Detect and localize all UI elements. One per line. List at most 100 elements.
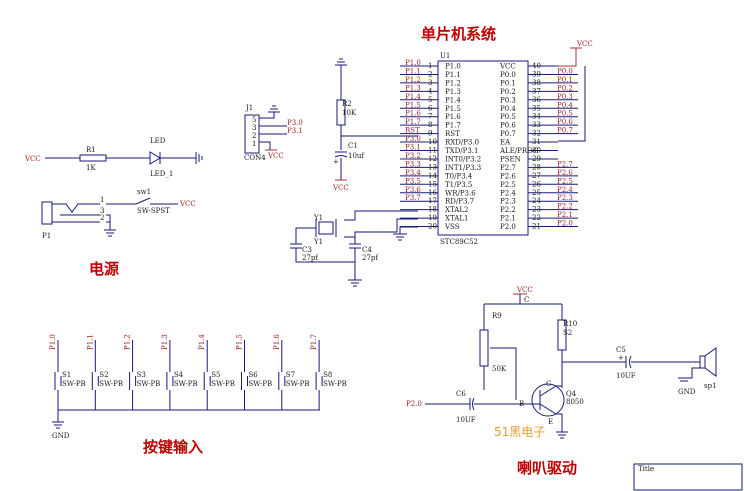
net-label: P0.3	[557, 93, 573, 101]
pin-number: 38	[532, 79, 541, 87]
pin-number: 4	[428, 87, 433, 95]
svg-text:+: +	[333, 158, 339, 166]
led	[149, 151, 161, 165]
pin-number: 17	[428, 197, 437, 205]
reset-circuit: R2 10K C1 10uf + VCC	[332, 58, 418, 192]
pin-name: VSS	[444, 223, 460, 231]
net-label: P0.2	[557, 84, 573, 92]
svg-text:10K: 10K	[342, 109, 357, 117]
title-speaker-drive: 喇叭驱动	[517, 459, 577, 477]
pin-number: 34	[532, 113, 541, 121]
svg-text:CON4: CON4	[244, 154, 266, 162]
svg-text:P3.0: P3.0	[287, 119, 303, 127]
pin-number: 23	[532, 206, 541, 214]
svg-text:VCC: VCC	[24, 155, 41, 163]
pin-number: 36	[532, 96, 541, 104]
pin-number: 30	[532, 147, 541, 155]
key-ref: S4	[174, 371, 184, 379]
pin-name: P2.0	[500, 223, 516, 231]
svg-text:GND: GND	[52, 432, 70, 440]
mcu-pin-40: 40 VCC	[499, 62, 558, 71]
pin-name: PSEN	[500, 155, 521, 163]
pin-name: P2.6	[500, 172, 516, 180]
potentiometer-r9	[479, 329, 489, 367]
speaker-sp1	[699, 355, 706, 369]
svg-text:P2.0: P2.0	[406, 400, 422, 408]
pin-number: 31	[532, 138, 541, 146]
transistor-q4	[531, 383, 565, 417]
pin-name: P1.2	[445, 79, 461, 87]
svg-text:sp1: sp1	[704, 382, 717, 390]
svg-text:LED_1: LED_1	[150, 170, 173, 178]
pin-name: P2.1	[500, 215, 516, 223]
net-label: P1.4	[405, 93, 421, 101]
key-ref: S5	[211, 371, 220, 379]
pin-name: P1.0	[445, 63, 461, 71]
key-net: P1.0	[49, 334, 57, 350]
key-net: P1.2	[124, 334, 132, 350]
pin-number: 18	[428, 206, 437, 214]
pin-number: 14	[428, 172, 437, 180]
pin-name: P0.0	[500, 71, 516, 79]
pin-name: P1.7	[445, 122, 461, 130]
pin-number: 6	[428, 104, 433, 112]
pin-name: P1.4	[445, 96, 461, 104]
net-label: P2.4	[557, 186, 573, 194]
net-label: P3.1	[405, 144, 421, 152]
svg-text:LED: LED	[150, 137, 166, 145]
net-label: P0.1	[557, 76, 573, 84]
net-label: P1.0	[405, 59, 421, 67]
key-net: P1.5	[236, 334, 244, 350]
net-label: P3.2	[405, 152, 421, 160]
pin-name: P2.2	[500, 206, 516, 214]
net-label: P1.7	[405, 118, 421, 126]
net-label: P0.7	[557, 127, 573, 135]
pin-number: 35	[532, 104, 541, 112]
pin-name: EA	[500, 139, 511, 147]
pin-name: P0.2	[500, 88, 516, 96]
net-label: P3.4	[405, 169, 421, 177]
net-label: P3.0	[405, 135, 421, 143]
key-type: SW-PB	[62, 380, 86, 388]
speaker-driver: VCC C R9 50K R10 S2 C C5 10UF + GND sp1 …	[406, 286, 717, 439]
svg-text:P1: P1	[42, 232, 51, 240]
pin-number: 1	[428, 62, 432, 70]
pin-number: 40	[532, 62, 541, 70]
key-net: P1.3	[161, 334, 169, 350]
svg-text:C: C	[524, 296, 529, 304]
key-type: SW-PB	[137, 380, 161, 388]
key-type: SW-PB	[249, 380, 273, 388]
pin-name: P2.3	[500, 198, 516, 206]
net-label: P2.1	[557, 211, 573, 219]
svg-text:10UF: 10UF	[616, 372, 636, 380]
pin-name: VCC	[499, 63, 516, 71]
pin-name: RST	[445, 130, 460, 138]
key-type: SW-PB	[286, 380, 310, 388]
pin-number: 32	[532, 130, 541, 138]
watermark: 51黑电子	[494, 425, 545, 439]
svg-text:27pf: 27pf	[362, 254, 379, 262]
svg-text:Title: Title	[638, 465, 654, 473]
svg-text:R1: R1	[86, 146, 96, 154]
title-mcu-system: 单片机系统	[421, 25, 496, 43]
key-ref: S7	[286, 371, 295, 379]
svg-text:VCC: VCC	[332, 184, 349, 192]
